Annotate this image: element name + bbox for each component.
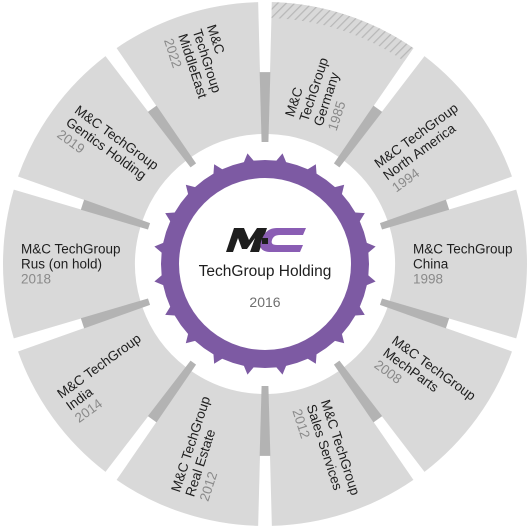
hub-name: TechGroup Holding [199, 263, 332, 280]
segment-7 [2, 189, 141, 339]
spoke-divider [379, 298, 450, 329]
spokes-layer [80, 72, 450, 456]
spoke-divider [259, 385, 271, 456]
logo-c-glyph [260, 228, 306, 252]
segment-4 [268, 371, 414, 526]
spoke-divider [80, 298, 151, 329]
segment-1 [344, 56, 512, 221]
segment-name-line: M&C TechGroup [21, 242, 121, 257]
spoke-divider [333, 360, 383, 423]
spoke-divider [333, 105, 383, 168]
segment-6 [18, 307, 186, 472]
segment-name-line: Rus (on hold) [21, 257, 102, 272]
segment-year: 1998 [413, 272, 443, 287]
spoke-divider [147, 360, 197, 423]
hub-center [179, 178, 351, 350]
segment-5 [116, 371, 262, 526]
segment-2 [389, 189, 527, 339]
spoke-divider [259, 72, 271, 143]
logo-ampersand-glyph [262, 238, 268, 244]
hub-year: 2016 [249, 294, 280, 310]
hub: TechGroup Holding 2016 [154, 153, 376, 375]
spoke-divider [147, 105, 197, 168]
logo-m-glyph [226, 228, 267, 252]
spoke-divider [80, 199, 151, 230]
segment-name-line: China [413, 257, 449, 272]
segment-name-line: M&C TechGroup [413, 242, 513, 257]
hub-logo [226, 228, 306, 252]
spoke-divider [379, 199, 450, 230]
segment-year: 2018 [21, 272, 51, 287]
segment-9 [116, 2, 262, 157]
segment-8 [18, 56, 186, 221]
segment-hatch-band [271, 2, 414, 62]
segment-3 [344, 307, 512, 472]
